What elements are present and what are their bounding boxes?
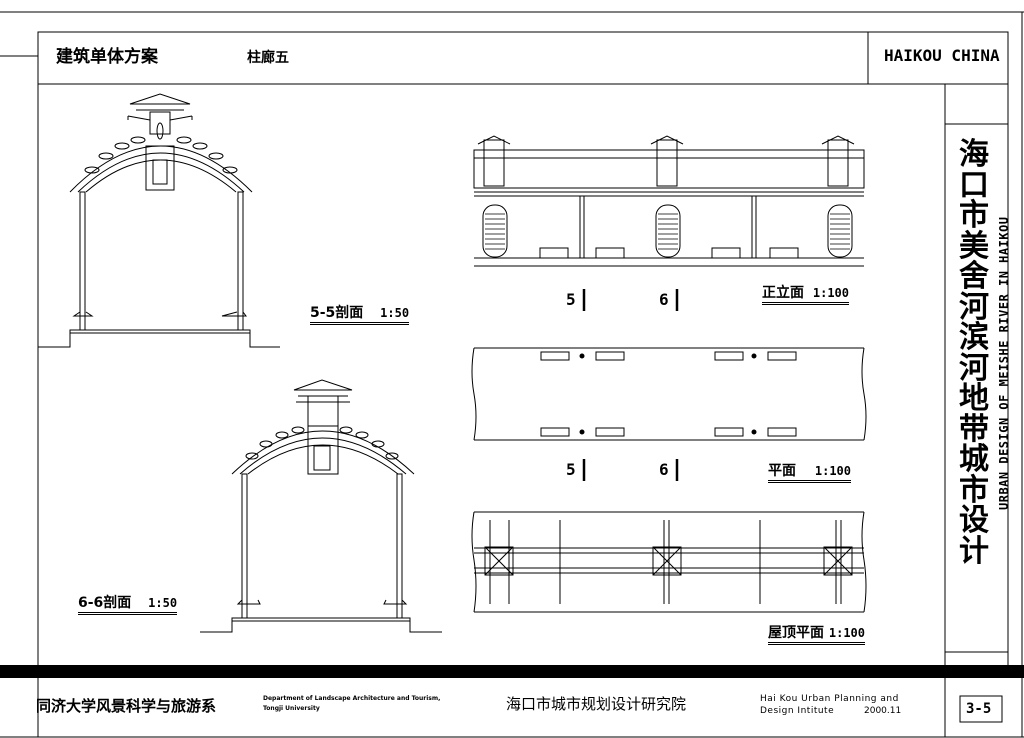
institute-name-en-1: Hai Kou Urban Planning and [760, 694, 899, 704]
section-5-5-scale: 1:50 [380, 306, 410, 320]
section-6-6-drawing [200, 379, 442, 633]
institute-name-cn: 海口市城市规划设计研究院 [506, 695, 687, 713]
roof-plan-scale: 1:100 [828, 626, 865, 640]
roof-plan-label: 屋顶平面 1:100 [768, 626, 865, 645]
elevation-title: 正立面 [762, 285, 804, 301]
school-name-cn: 同济大学风景科学与旅游系 [36, 697, 217, 715]
plan-label: 平面 1:100 [768, 464, 851, 483]
footer-bar [0, 665, 1024, 678]
section-5-5-drawing [38, 93, 280, 348]
elevation-label: 正立面 1:100 [762, 286, 849, 305]
cut-5-upper: 5 [566, 290, 576, 309]
issue-date: 2000.11 [864, 706, 902, 716]
plan-scale: 1:100 [814, 464, 851, 478]
sheet-number: 3-5 [966, 701, 992, 717]
roof-plan-title: 屋顶平面 [768, 625, 824, 641]
project-title-cn: 海口市美舍河滨河地带城市设计 [959, 137, 989, 569]
cut-6-upper: 6 [659, 290, 669, 309]
roof-plan-drawing [471, 511, 867, 613]
school-name-en-1: Department of Landscape Architecture and… [263, 695, 441, 702]
project-title-en: URBAN DESIGN OF MEISHE RIVER IN HAIKOU [997, 216, 1011, 510]
section-5-5-label: 5-5剖面 1:50 [310, 305, 410, 325]
cut-5-lower: 5 [566, 460, 576, 479]
institute-name-en-2: Design Intitute [760, 706, 835, 716]
location-label: HAIKOU CHINA [884, 46, 1000, 65]
plan-drawing [471, 347, 867, 441]
cut-6-lower: 6 [659, 460, 669, 479]
elevation-scale: 1:100 [812, 286, 849, 300]
school-name-en-2: Tongji University [263, 705, 320, 712]
section-cut-markers [582, 289, 679, 481]
sheet-title: 建筑单体方案 [56, 47, 158, 67]
sheet-subtitle: 柱廊五 [247, 50, 289, 66]
section-6-6-label: 6-6剖面 1:50 [78, 595, 178, 615]
section-5-5-title: 5-5剖面 [310, 305, 364, 321]
plan-title: 平面 [768, 463, 796, 479]
section-6-6-title: 6-6剖面 [78, 595, 132, 611]
front-elevation-drawing [473, 135, 865, 267]
section-6-6-scale: 1:50 [148, 596, 178, 610]
